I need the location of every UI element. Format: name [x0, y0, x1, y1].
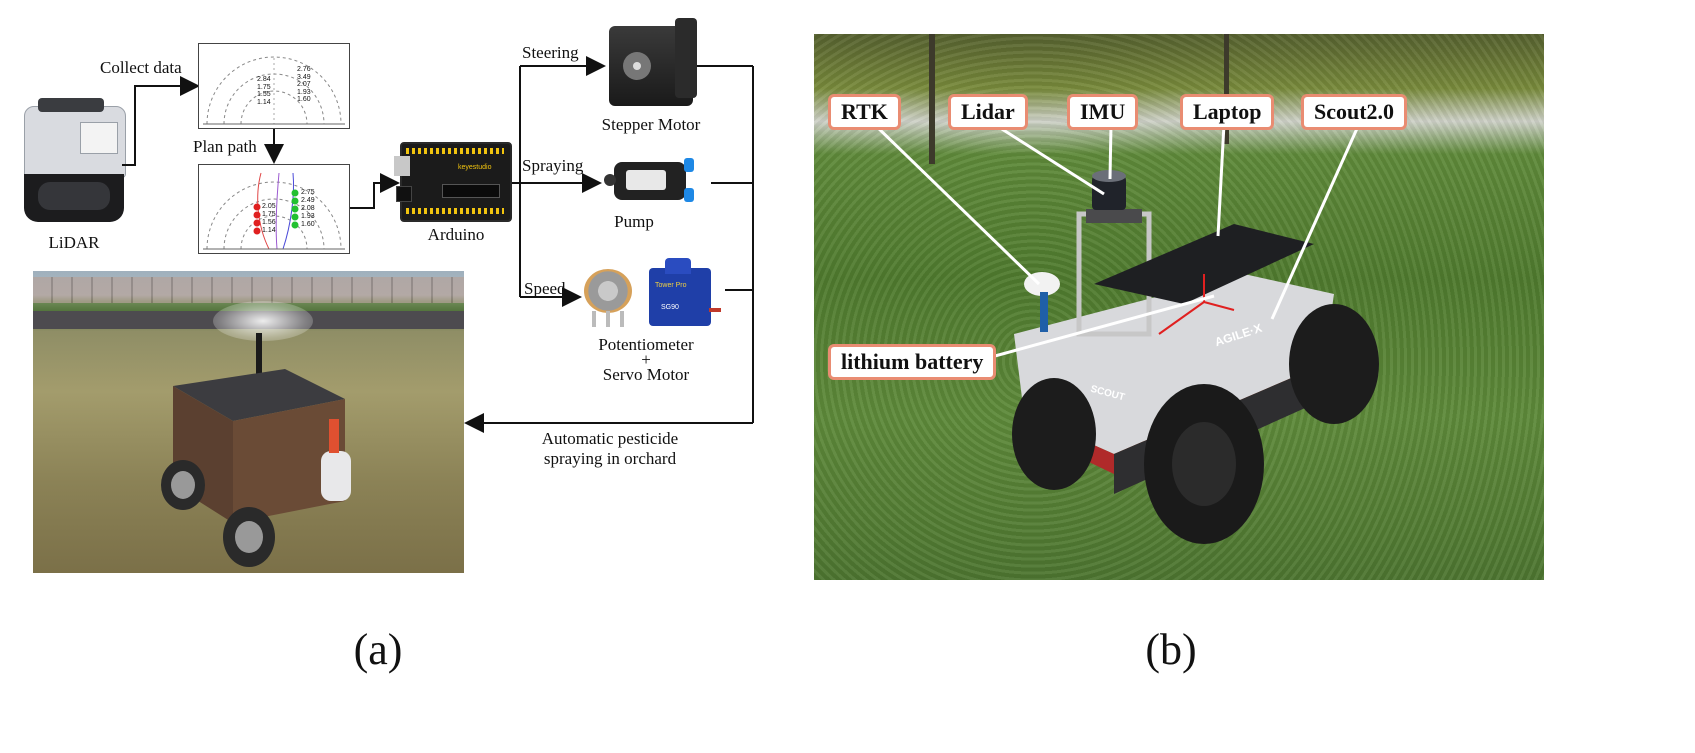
stepper-motor-image [609, 18, 697, 106]
plot1-value: 1.14 [257, 98, 271, 106]
spraying-label: Spraying [522, 156, 584, 175]
lidar-tag: Lidar [948, 94, 1028, 130]
panel-b-label: (b) [1145, 625, 1197, 674]
plot2-value: 1.93 [301, 213, 315, 220]
plot1-value: 2.07 [297, 81, 311, 88]
plan-path-label: Plan path [193, 137, 257, 156]
plot1-value: 2.84 [257, 76, 271, 83]
result-caption-line2: spraying in orchard [543, 449, 677, 468]
servo-model-text: SG90 [661, 304, 679, 311]
speed-label: Speed [524, 279, 566, 298]
arduino-label: Arduino [427, 225, 485, 244]
panel-a-label: (a) [353, 625, 403, 674]
arduino-board-text: keyestudio [458, 164, 492, 171]
plot2-value: 2.75 [301, 189, 315, 196]
pump-image [604, 156, 712, 206]
lidar-label: LiDAR [48, 233, 100, 252]
servo-motor-image: Tower Pro SG90 [645, 258, 725, 328]
plus-label: + [641, 350, 651, 369]
scout-robot-photo: AGILE·X SCOUT [814, 34, 1544, 580]
plot2-value: 1.60 [301, 221, 315, 228]
potentiometer-image [580, 265, 640, 331]
plot1-value: 2.76 [297, 66, 311, 73]
collect-data-label: Collect data [100, 58, 182, 77]
plot2-value: 2.08 [301, 205, 315, 212]
lidar-device-image [20, 96, 130, 228]
scan-plot-2: 2.05 1.75 1.56 1.14 2.75 2.49 2.08 1.93 … [198, 164, 350, 254]
steering-label: Steering [522, 43, 579, 62]
plot2-value: 1.75 [262, 211, 276, 218]
plot2-value: 1.14 [262, 227, 276, 234]
plot1-value: 1.60 [297, 96, 311, 103]
stepper-motor-label: Stepper Motor [601, 115, 701, 134]
potentiometer-label: Potentiometer [598, 335, 694, 354]
plot1-value: 1.93 [297, 88, 311, 96]
laptop-tag: Laptop [1180, 94, 1275, 130]
plot1-value: 1.55 [257, 91, 271, 98]
plot2-value: 2.05 [262, 203, 276, 210]
servo-motor-label: Servo Motor [602, 365, 690, 384]
scout-tag: Scout2.0 [1301, 94, 1408, 130]
imu-tag: IMU [1067, 94, 1139, 130]
sprayer-robot-photo [33, 271, 464, 573]
lithium-battery-tag: lithium battery [828, 344, 997, 380]
scan-plot-1: 2.84 1.75 1.55 1.14 2.76 3.49 2.07 1.93 … [198, 43, 350, 129]
result-caption-line1: Automatic pesticide [541, 429, 679, 448]
plot1-value: 1.75 [257, 83, 271, 91]
arduino-board-image: keyestudio [394, 142, 512, 222]
rtk-tag: RTK [828, 94, 901, 130]
plot2-value: 2.49 [301, 197, 315, 204]
servo-brand-text: Tower Pro [655, 282, 687, 289]
pump-label: Pump [614, 212, 654, 231]
plot2-value: 1.56 [262, 219, 276, 226]
plot1-value: 3.49 [297, 73, 311, 81]
